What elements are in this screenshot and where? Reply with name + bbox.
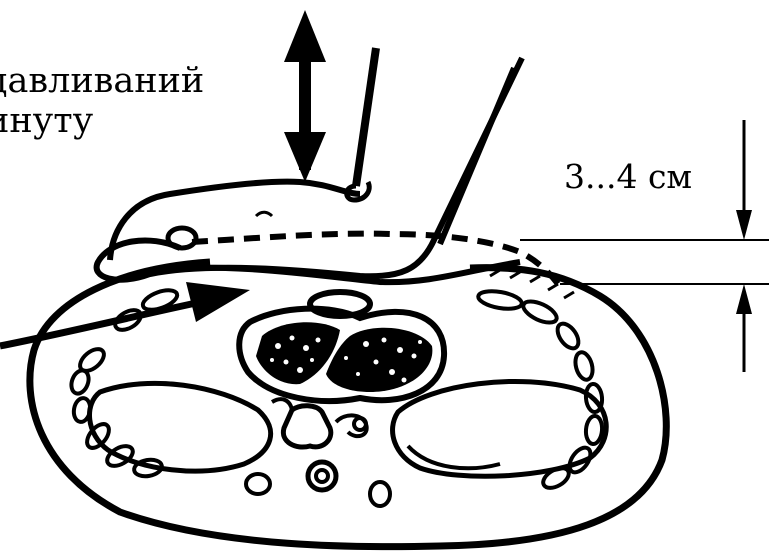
aorta (354, 418, 366, 430)
compression-rate-label-line1: давливаний (0, 64, 204, 99)
compression-arrow-down-head (284, 132, 326, 182)
depth-arrow-top-head (736, 210, 752, 240)
depth-arrow-bottom-head (736, 284, 752, 314)
vertebra-body (283, 406, 330, 447)
paraspinal-left (246, 474, 270, 494)
compression-arrow-up-head (284, 10, 326, 62)
left-pointer-arrowhead (186, 282, 250, 322)
left-lung (90, 383, 271, 471)
paraspinal-right (370, 482, 390, 506)
hand-upper-contour (110, 182, 360, 260)
arm-line-right (440, 68, 514, 244)
hand-crease (256, 212, 272, 216)
compression-depth-label: 3...4 см (564, 160, 692, 193)
spinal-cord (316, 470, 328, 482)
compression-rate-label-line2: инуту (0, 104, 93, 139)
heel-of-hand (168, 228, 196, 248)
right-lung-inner-fold (408, 446, 500, 468)
vertebra-process-left (272, 399, 292, 410)
spinal-canal-outer (308, 462, 336, 490)
torso-outline (30, 262, 666, 547)
right-ventricle (326, 328, 432, 392)
pointer-line (356, 48, 376, 186)
left-pointer-arrow-line (0, 298, 220, 346)
right-lung (393, 381, 607, 476)
